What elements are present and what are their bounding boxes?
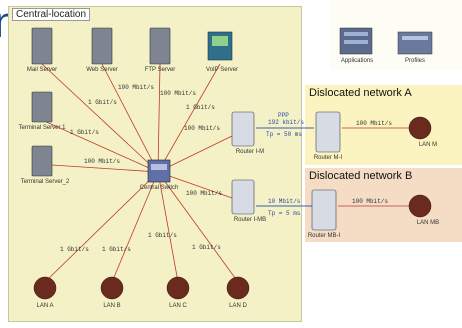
- link-lan-c: [157, 171, 179, 283]
- edge-label-ppp: PPP: [278, 112, 289, 119]
- link-ftp: [157, 63, 161, 173]
- edge-label-lan-c: 1 Gbit/s: [148, 232, 177, 239]
- router-mi-icon[interactable]: [315, 111, 341, 153]
- applications-icon[interactable]: [339, 27, 373, 55]
- link-lan-d: [157, 171, 239, 283]
- lan-c-label: LAN C: [169, 303, 187, 309]
- web-server-icon[interactable]: [91, 27, 113, 65]
- edge-label-ts1: 1 Gbit/s: [70, 129, 99, 136]
- voip-server-icon[interactable]: [207, 31, 233, 61]
- router-mbi-label: Router MB-I: [307, 233, 341, 239]
- edge-label-mail: 1 Gbit/s: [88, 99, 117, 106]
- link-lan-a: [44, 171, 159, 283]
- edge-label-lan-a: 1 Gbit/s: [60, 246, 89, 253]
- edge-label-ppp-rate: 192 kbit/s: [268, 119, 305, 126]
- central-links: [41, 63, 420, 283]
- ftp-server-icon[interactable]: [149, 27, 171, 65]
- edge-label-lan-b: 1 Gbit/s: [102, 246, 131, 253]
- link-voip: [157, 63, 221, 173]
- router-mbi-icon[interactable]: [311, 189, 337, 231]
- lan-d-icon[interactable]: [226, 276, 250, 300]
- central-location-title: Central-location: [12, 8, 91, 21]
- edge-label-lan-m: 100 Mbit/s: [356, 120, 393, 127]
- terminal-server-1-icon[interactable]: [31, 91, 53, 123]
- ftp-server-label: FTP Server: [144, 67, 176, 73]
- edge-label-lan-mb: 100 Mbit/s: [352, 198, 389, 205]
- lan-b-label: LAN B: [103, 303, 121, 309]
- link-ts2: [51, 164, 159, 173]
- terminal-server-2-label: Terminal Server_2: [20, 179, 70, 185]
- router-imb-icon[interactable]: [231, 179, 255, 215]
- lan-mb-label: LAN MB: [416, 220, 440, 226]
- central-switch-label: Central Switch: [139, 185, 179, 191]
- network-a-title: Dislocated network A: [309, 87, 412, 99]
- link-ts1: [41, 119, 159, 173]
- router-imb-label: Router I-MB: [233, 217, 267, 223]
- edge-label-lan-d: 1 Gbit/s: [192, 244, 221, 251]
- central-switch-icon[interactable]: [147, 159, 171, 183]
- lan-c-icon[interactable]: [166, 276, 190, 300]
- profiles-icon[interactable]: [397, 31, 433, 55]
- router-im-label: Router I-M: [235, 149, 265, 155]
- router-mi-label: Router M-I: [313, 155, 343, 161]
- network-b-title: Dislocated network B: [309, 170, 413, 182]
- edge-label-wan-b-delay: Tp = 5 ms: [268, 210, 301, 217]
- voip-server-label: VoIP Server: [206, 67, 238, 73]
- link-mail: [41, 63, 159, 173]
- lan-a-icon[interactable]: [33, 276, 57, 300]
- terminal-server-1-label: Terminal Server 1: [18, 125, 66, 131]
- edge-label-ftp: 100 Mbit/s: [160, 90, 197, 97]
- wan-links: [256, 127, 314, 207]
- router-im-icon[interactable]: [231, 111, 255, 147]
- lan-d-label: LAN D: [229, 303, 247, 309]
- mail-server-icon[interactable]: [31, 27, 53, 65]
- edge-label-voip: 1 Gbit/s: [186, 104, 215, 111]
- lan-mb-icon[interactable]: [408, 194, 432, 218]
- edge-label-ts2: 100 Mbit/s: [84, 158, 121, 165]
- edge-label-web: 100 Mbit/s: [118, 84, 155, 91]
- link-router-im: [157, 135, 233, 173]
- edge-label-router-imb: 100 Mbit/s: [186, 190, 223, 197]
- edge-label-ppp-delay: Tp = 50 ms: [266, 131, 303, 138]
- link-web: [101, 63, 159, 173]
- edge-label-wan-b-rate: 10 Mbit/s: [268, 198, 301, 205]
- applications-label: Applications: [340, 58, 374, 64]
- web-server-label: Web Server: [86, 67, 118, 73]
- lan-a-label: LAN A: [36, 303, 54, 309]
- terminal-server-2-icon[interactable]: [31, 145, 53, 177]
- lan-m-icon[interactable]: [408, 116, 432, 140]
- link-router-imb: [157, 171, 233, 199]
- lan-b-icon[interactable]: [100, 276, 124, 300]
- mail-server-label: Mail Server: [26, 67, 58, 73]
- profiles-label: Profiles: [404, 58, 426, 64]
- lan-m-label: LAN M: [418, 142, 438, 148]
- link-lan-b: [111, 171, 159, 283]
- edge-label-router-im: 100 Mbit/s: [184, 125, 221, 132]
